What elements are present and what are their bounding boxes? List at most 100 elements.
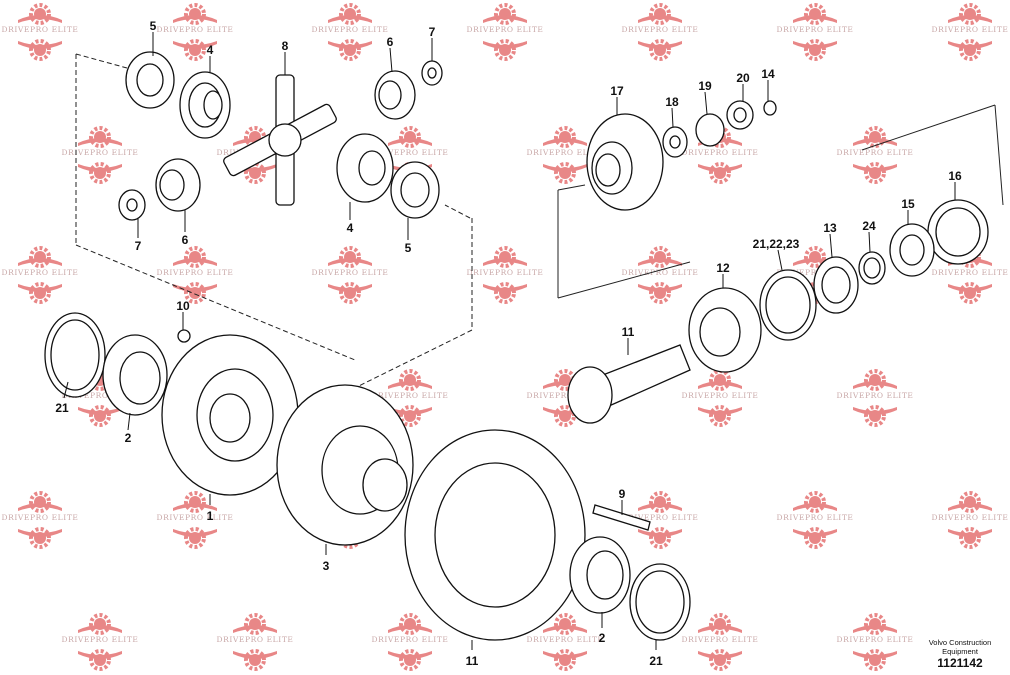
watermark-logo: DRIVEPRO ELITE — [621, 3, 698, 61]
watermark-logo: DRIVEPRO ELITE — [931, 246, 1008, 304]
watermark-logo: DRIVEPRO ELITE — [621, 246, 698, 304]
callout-5-lower: 5 — [405, 241, 412, 255]
watermark-text: DRIVEPRO ELITE — [621, 268, 698, 277]
watermark-text: DRIVEPRO ELITE — [681, 635, 758, 644]
callout-11-upper: 11 — [622, 325, 635, 339]
watermark-logo: DRIVEPRO ELITE — [156, 3, 233, 61]
watermark-text: DRIVEPRO ELITE — [311, 268, 388, 277]
watermark-logo: DRIVEPRO ELITE — [61, 613, 138, 671]
watermark-logo: DRIVEPRO ELITE — [931, 491, 1008, 549]
brand-line-2: Equipment — [942, 647, 979, 656]
callout-5: 5 — [150, 19, 157, 33]
watermark-logo: DRIVEPRO ELITE — [776, 246, 853, 304]
watermark-text: DRIVEPRO ELITE — [931, 513, 1008, 522]
callout-6: 6 — [387, 35, 394, 49]
lock-plate-19 — [695, 113, 725, 147]
drawing-number: 1121142 — [937, 656, 983, 670]
watermark-text: DRIVEPRO ELITE — [681, 148, 758, 157]
watermark-text: DRIVEPRO ELITE — [466, 25, 543, 34]
watermark-text: DRIVEPRO ELITE — [526, 635, 603, 644]
watermark-text: DRIVEPRO ELITE — [836, 635, 913, 644]
watermark-logo: DRIVEPRO ELITE — [681, 613, 758, 671]
watermark-text: DRIVEPRO ELITE — [216, 635, 293, 644]
watermark-text: DRIVEPRO ELITE — [931, 25, 1008, 34]
watermark-logo: DRIVEPRO ELITE — [156, 491, 233, 549]
callout-18: 18 — [665, 95, 679, 109]
callout-17: 17 — [610, 84, 624, 98]
watermark-text: DRIVEPRO ELITE — [311, 25, 388, 34]
watermark-text: DRIVEPRO ELITE — [776, 268, 853, 277]
callout-24: 24 — [862, 219, 876, 233]
watermark-logo: DRIVEPRO ELITE — [216, 613, 293, 671]
watermark-text: DRIVEPRO ELITE — [1, 25, 78, 34]
flange-nut-group — [586, 100, 777, 211]
brand-line-1: Volvo Construction — [929, 638, 992, 647]
brand-block: Volvo Construction Equipment 1121142 — [929, 638, 992, 670]
watermark-logo: DRIVEPRO ELITE — [371, 613, 448, 671]
watermark-logo: DRIVEPRO ELITE — [311, 3, 388, 61]
callout-4-lower: 4 — [347, 221, 354, 235]
watermark-logo: DRIVEPRO ELITE — [1, 491, 78, 549]
watermark-text: DRIVEPRO ELITE — [371, 148, 448, 157]
bolt-10 — [177, 329, 191, 343]
differential-gear-set — [118, 51, 443, 221]
callout-12: 12 — [716, 261, 730, 275]
watermark-text: DRIVEPRO ELITE — [526, 148, 603, 157]
watermark-text: DRIVEPRO ELITE — [931, 268, 1008, 277]
watermark-logo: DRIVEPRO ELITE — [311, 246, 388, 304]
watermark-text: DRIVEPRO ELITE — [371, 635, 448, 644]
callout-1: 1 — [207, 509, 214, 523]
callout-7: 7 — [429, 25, 436, 39]
pinion-bearing-row — [567, 199, 989, 424]
watermark-logo: DRIVEPRO ELITE — [466, 3, 543, 61]
callout-9: 9 — [619, 487, 626, 501]
callout-3: 3 — [323, 559, 330, 573]
callout-16: 16 — [948, 169, 962, 183]
callout-11-lower: 11 — [466, 654, 479, 668]
watermark-logo: DRIVEPRO ELITE — [776, 3, 853, 61]
watermark-logo: DRIVEPRO ELITE — [621, 491, 698, 549]
watermark-text: DRIVEPRO ELITE — [371, 391, 448, 400]
watermark-text: DRIVEPRO ELITE — [61, 148, 138, 157]
bolt-9 — [592, 504, 651, 531]
watermark-logo: DRIVEPRO ELITE — [681, 126, 758, 184]
watermark-text: DRIVEPRO ELITE — [156, 25, 233, 34]
watermark-logo: DRIVEPRO ELITE — [526, 126, 603, 184]
watermark-logo: DRIVEPRO ELITE — [371, 369, 448, 427]
watermark-logo: DRIVEPRO ELITE — [836, 613, 913, 671]
watermark-logo: DRIVEPRO ELITE — [836, 369, 913, 427]
callout-4: 4 — [207, 43, 214, 57]
callout-21-22-23: 21,22,23 — [753, 237, 800, 251]
callout-19: 19 — [698, 79, 712, 93]
watermark-text: DRIVEPRO ELITE — [61, 635, 138, 644]
callout-14: 14 — [761, 67, 775, 81]
watermark-logo: DRIVEPRO ELITE — [681, 369, 758, 427]
watermark-text: DRIVEPRO ELITE — [1, 268, 78, 277]
watermark-text: DRIVEPRO ELITE — [1, 513, 78, 522]
watermark-text: DRIVEPRO ELITE — [836, 391, 913, 400]
callout-21-right: 21 — [649, 654, 663, 668]
differential-housing-group — [44, 312, 691, 641]
leader-lines — [63, 32, 956, 650]
watermark-logo: DRIVEPRO ELITE — [931, 3, 1008, 61]
watermark-logo: DRIVEPRO ELITE — [61, 369, 138, 427]
circlip-14 — [763, 100, 777, 116]
watermark-text: DRIVEPRO ELITE — [836, 148, 913, 157]
watermark-logo: DRIVEPRO ELITE — [1, 246, 78, 304]
watermark-logo: DRIVEPRO ELITE — [156, 246, 233, 304]
callout-10: 10 — [176, 299, 190, 313]
watermark-logo: DRIVEPRO ELITE — [836, 126, 913, 184]
callout-2-right: 2 — [599, 631, 606, 645]
callout-8: 8 — [282, 39, 289, 53]
solid-guide-lines — [557, 104, 1004, 299]
watermark-logo: DRIVEPRO ELITE — [371, 126, 448, 184]
watermark-text: DRIVEPRO ELITE — [681, 391, 758, 400]
watermark-logo: DRIVEPRO ELITE — [61, 126, 138, 184]
watermark-logo: DRIVEPRO ELITE — [466, 246, 543, 304]
callout-6-lower: 6 — [182, 233, 189, 247]
callout-2-left: 2 — [125, 431, 132, 445]
watermark-logo: DRIVEPRO ELITE — [526, 369, 603, 427]
callout-7-lower: 7 — [135, 239, 142, 253]
